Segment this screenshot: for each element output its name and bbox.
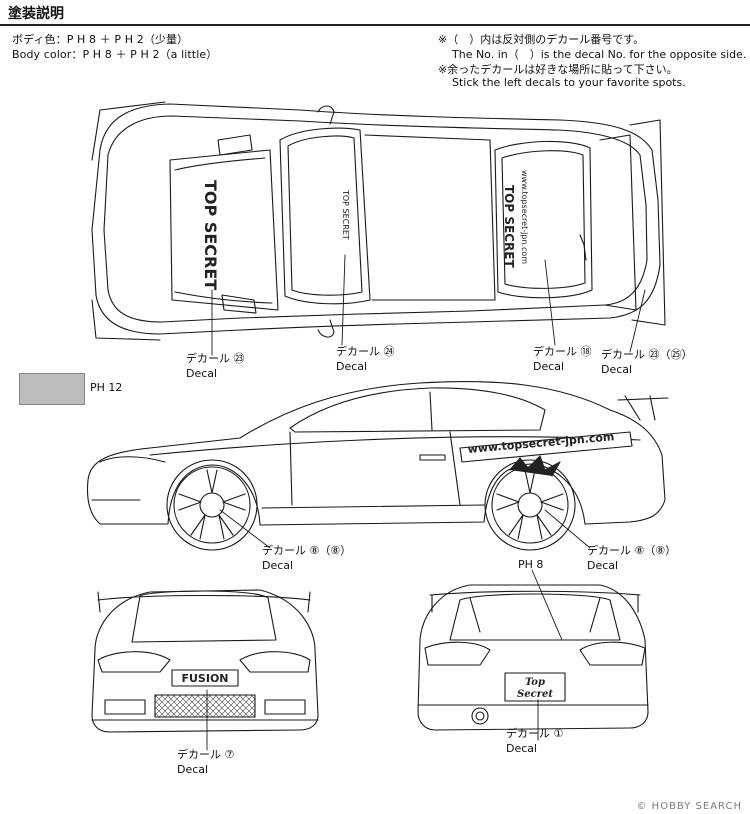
body-color-en: Body color：P H 8 ＋ P H 2（a little） — [12, 48, 218, 61]
callout-front-plate-en: Decal — [177, 763, 209, 776]
page-title: 塗装説明 — [8, 6, 64, 22]
header-rule — [0, 24, 750, 26]
callout-rear-color: PH 8 — [518, 558, 544, 571]
roof-decal-text: TOP SECRET — [341, 189, 350, 240]
side-view-leaders — [219, 509, 591, 549]
callout-side-rear-en: Decal — [587, 559, 619, 572]
body-color-jp: ボディ色：P H 8 ＋ P H 2（少量） — [12, 33, 189, 46]
header-bar: 塗装説明 — [0, 0, 750, 26]
note-jp-2: ※余ったデカールは好きな場所に貼って下さい。 — [438, 63, 678, 76]
note-jp-1: ※（ ）内は反対側のデカール番号です。 — [438, 33, 645, 46]
rear-plate-text-1: Top — [525, 677, 545, 688]
callout-roof-jp: デカール ㉔ — [336, 345, 395, 358]
rear-view-leaders — [531, 569, 563, 741]
callout-hood-en: Decal — [186, 367, 218, 380]
callout-side-rear-jp: デカール ⑧（⑧） — [587, 544, 677, 557]
color-swatch-ph12 — [19, 373, 85, 405]
callout-side-front-en: Decal — [262, 559, 294, 572]
watermark: © HOBBY SEARCH — [636, 801, 742, 812]
front-plate-text: FUSION — [181, 672, 228, 685]
side-view-car: www.topsecret-jpn.com — [86, 380, 669, 551]
rear-window-url: www.topsecret-jpn.com — [520, 170, 529, 264]
callout-side-front-jp: デカール ⑧（⑧） — [262, 544, 352, 557]
callout-wing-en: Decal — [601, 363, 633, 376]
callout-rear-plate-jp: デカール ① — [506, 727, 564, 740]
top-view-leaders — [211, 254, 646, 356]
note-en-2: Stick the left decals to your favorite s… — [452, 76, 686, 89]
callout-rear-window-en: Decal — [533, 360, 565, 373]
front-wheel-spokes — [178, 469, 246, 540]
rear-view-car: Top Secret — [417, 584, 649, 731]
callout-wing-jp: デカール ㉓（㉕） — [601, 348, 693, 361]
top-view-car: TOP SECRET TOP SECRET TOP SECRET www.top… — [91, 101, 666, 341]
callout-roof-en: Decal — [336, 360, 368, 373]
callout-hood-jp: デカール ㉓ — [186, 352, 245, 365]
hood-decal-text: TOP SECRET — [201, 180, 220, 290]
callout-rear-plate-en: Decal — [506, 742, 538, 755]
front-view-car: FUSION — [91, 589, 319, 733]
rear-plate-text-2: Secret — [517, 689, 553, 700]
callout-rear-window-jp: デカール ⑱ — [533, 345, 592, 358]
rear-wheel-spokes — [496, 469, 564, 540]
swatch-label: PH 12 — [90, 381, 123, 394]
rear-window-logo: TOP SECRET — [502, 185, 516, 268]
callout-front-plate-jp: デカール ⑦ — [177, 748, 235, 761]
note-en-1: The No. in（ ）is the decal No. for the op… — [452, 48, 747, 61]
